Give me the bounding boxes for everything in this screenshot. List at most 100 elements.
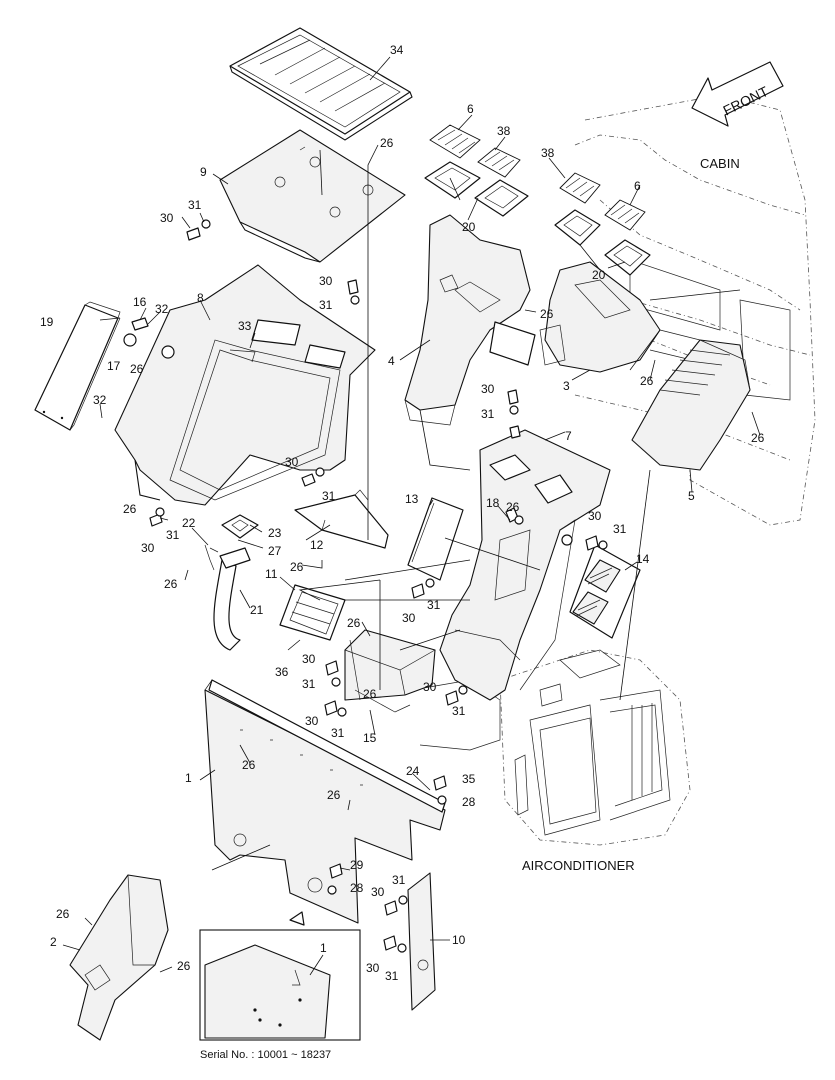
callout-15: 15 [363, 731, 377, 745]
part-6-grille-right [604, 199, 646, 231]
callout-12: 12 [310, 538, 324, 552]
callout-31: 31 [188, 198, 202, 212]
callout-26: 26 [177, 959, 191, 973]
leader-lines [62, 56, 761, 976]
part-4-duct [404, 214, 536, 426]
callout-30: 30 [371, 885, 385, 899]
part-8-left-duct [114, 264, 376, 506]
part-17-cap [123, 333, 137, 347]
callout-26: 26 [540, 307, 554, 321]
part-2-duct [69, 874, 169, 1041]
callout-32: 32 [155, 302, 169, 316]
part-38-grille-right [559, 172, 601, 204]
callout-33: 33 [238, 319, 252, 333]
part-24-strip [208, 679, 446, 813]
part-9-cover [219, 129, 406, 263]
callout-7: 7 [565, 429, 572, 443]
part-34-tray [229, 27, 413, 141]
callout-38: 38 [541, 146, 555, 160]
callout-24: 24 [406, 764, 420, 778]
callout-31: 31 [613, 522, 627, 536]
callout-14: 14 [636, 552, 650, 566]
callout-6: 6 [634, 179, 641, 193]
callout-18: 18 [486, 496, 500, 510]
callout-32: 32 [93, 393, 107, 407]
callout-30: 30 [285, 455, 299, 469]
callout-31: 31 [166, 528, 180, 542]
callout-27: 27 [268, 544, 282, 558]
callout-28: 28 [462, 795, 476, 809]
callout-31: 31 [331, 726, 345, 740]
callout-numbers: 3 4 26 9 31 30 6 38 38 6 20 20 30 31 8 16… [40, 43, 765, 983]
cabin-label: CABIN [700, 156, 740, 171]
section-marker [289, 911, 305, 926]
airconditioner-label: AIRCONDITIONER [522, 858, 635, 873]
callout-20: 20 [462, 220, 476, 234]
callout-31: 31 [481, 407, 495, 421]
part-10-plate [407, 872, 436, 1011]
callout-2: 2 [50, 935, 57, 949]
callout-26: 26 [290, 560, 304, 574]
callout-26: 26 [640, 374, 654, 388]
callout-8: 8 [197, 291, 204, 305]
callout-1: 1 [185, 771, 192, 785]
callout-31: 31 [385, 969, 399, 983]
callout-26: 26 [751, 431, 765, 445]
callout-30: 30 [588, 509, 602, 523]
part-14-switch-panel [569, 544, 641, 639]
part-13-lid [407, 497, 464, 581]
part-3-duct [539, 261, 661, 373]
part-12-bracket [294, 489, 389, 549]
part-11-vent [279, 584, 346, 641]
part-5-bellows [631, 339, 751, 471]
callout-31: 31 [322, 489, 336, 503]
callout-6: 6 [467, 102, 474, 116]
callout-4: 4 [388, 354, 395, 368]
callout-17: 17 [107, 359, 121, 373]
callout-26: 26 [347, 616, 361, 630]
callout-11: 11 [265, 567, 278, 581]
callout-5: 5 [688, 489, 695, 503]
callout-26: 26 [130, 362, 144, 376]
serial-note: Serial No. : 10001 ~ 18237 [200, 1049, 331, 1061]
part-6-grille-left [429, 124, 481, 159]
callout-26: 26 [363, 687, 377, 701]
part-23-grommet [221, 514, 259, 539]
callout-31: 31 [319, 298, 333, 312]
callout-10: 10 [452, 933, 466, 947]
callout-26: 26 [327, 788, 341, 802]
part-1-panel [204, 679, 446, 924]
callout-35: 35 [462, 772, 476, 786]
callout-16: 16 [133, 295, 147, 309]
front-arrow: FRONT [691, 61, 784, 127]
fasteners [149, 219, 608, 953]
callout-20: 20 [592, 268, 606, 282]
callout-38: 38 [497, 124, 511, 138]
callout-31: 31 [392, 873, 406, 887]
callout-30: 30 [402, 611, 416, 625]
callout-26: 26 [380, 136, 394, 150]
callout-31: 31 [452, 704, 466, 718]
callout-26: 26 [123, 502, 137, 516]
callout-3: 3 [563, 379, 570, 393]
callout-30: 30 [160, 211, 174, 225]
part-22-clip [204, 544, 219, 571]
part-21-hose [213, 547, 251, 651]
part-20-gasket-left-a [424, 161, 481, 199]
part-38-grille-left [477, 147, 521, 178]
callout-26: 26 [56, 907, 70, 921]
callout-29: 29 [350, 858, 364, 872]
callout-23: 23 [268, 526, 282, 540]
callout-21: 21 [250, 603, 264, 617]
callout-30: 30 [423, 680, 437, 694]
part-20-gasket-left-b [474, 179, 529, 217]
callout-13: 13 [405, 492, 419, 506]
callout-30: 30 [305, 714, 319, 728]
callout-26: 26 [242, 758, 256, 772]
callout-9: 9 [200, 165, 207, 179]
part-20-gasket-right-a [554, 209, 601, 246]
callout-30: 30 [319, 274, 333, 288]
callout-30: 30 [366, 961, 380, 975]
callout-30: 30 [302, 652, 316, 666]
